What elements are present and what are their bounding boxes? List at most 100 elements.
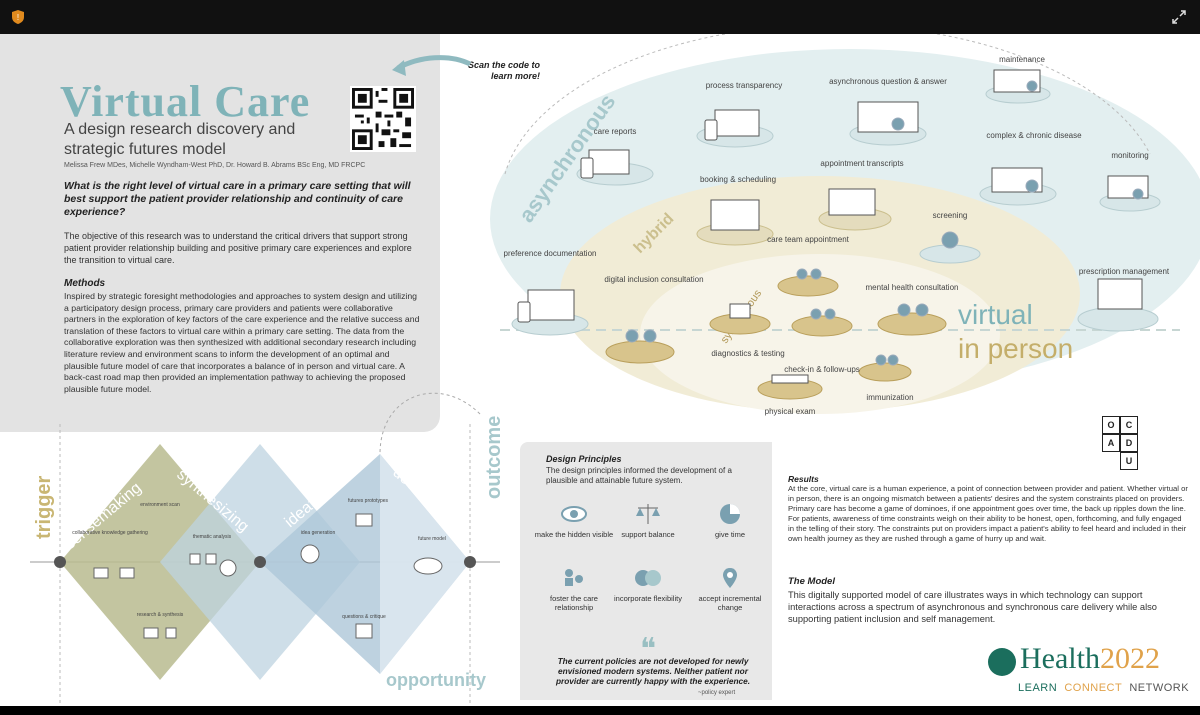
ocad-logo: O C A D U: [1102, 402, 1166, 470]
node-label: monitoring: [1111, 151, 1148, 160]
principle-item: make the hidden visible: [534, 502, 614, 539]
quote-attribution: ~policy expert: [698, 690, 736, 696]
care-node: [919, 231, 981, 264]
principle-item: accept incremental change: [690, 566, 770, 612]
care-node: [818, 188, 892, 231]
principle-label: give time: [714, 530, 745, 539]
principle-item: foster the care relationship: [534, 566, 614, 612]
ocad-letter: O: [1102, 416, 1120, 434]
process-small-label: future model: [418, 536, 446, 542]
quote-icon: ❝: [640, 633, 657, 666]
research-question: What is the right level of virtual care …: [64, 180, 411, 218]
viewer-bottom: [0, 706, 1200, 715]
process-small-label: collaborative knowledge gathering: [72, 530, 148, 536]
care-node: [709, 303, 771, 335]
zone-inperson-label: in person: [958, 333, 1073, 364]
care-node: [511, 289, 589, 336]
model-text: This digitally supported model of care i…: [788, 590, 1157, 624]
process-small-label: thematic analysis: [193, 534, 232, 540]
zone-virtual-label: virtual: [958, 299, 1033, 330]
qr-code: [350, 86, 416, 152]
node-label: preference documentation: [504, 249, 597, 258]
arrow-icon: [396, 55, 472, 71]
dp-intro: The design principles informed the devel…: [546, 466, 732, 485]
circles-icon: [635, 570, 661, 586]
node-label: asynchronous question & answer: [829, 77, 947, 86]
authors: Melissa Frew MDes, Michelle Wyndham-West…: [64, 162, 366, 169]
objective: The objective of this research was to un…: [64, 231, 412, 265]
care-node: [605, 329, 675, 364]
shield-icon[interactable]: !: [10, 9, 26, 25]
poster-title: Virtual Care: [60, 77, 311, 126]
care-node: [757, 374, 823, 400]
care-node: [979, 167, 1057, 206]
care-node: [877, 303, 947, 336]
design-principles-panel: Design Principles The design principles …: [520, 442, 772, 700]
poster-subtitle: A design research discovery and strategi…: [64, 121, 296, 158]
process-small-label: questions & critique: [342, 614, 386, 620]
node-group: [511, 69, 1161, 400]
process-small-label: futures prototypes: [348, 498, 389, 504]
care-node: [1077, 278, 1159, 332]
process-small-label: research & synthesis: [137, 612, 184, 618]
node-label: check-in & follow-ups: [784, 365, 860, 374]
node-label: diagnostics & testing: [711, 349, 784, 358]
ehealth-logo: Health2022 LEARN CONNECT NETWORK: [984, 640, 1194, 700]
principle-item: incorporate flexibility: [608, 566, 688, 603]
node-label: prescription management: [1079, 267, 1170, 276]
ocad-letter: D: [1120, 434, 1138, 452]
methods-heading: Methods: [64, 278, 106, 289]
process-small-label: environment scan: [140, 502, 180, 508]
expand-icon[interactable]: [1170, 8, 1188, 26]
principle-label: make the hidden visible: [534, 530, 614, 539]
principle-label: incorporate flexibility: [614, 594, 682, 603]
scale-icon: [636, 504, 660, 524]
care-node: [791, 308, 853, 337]
care-node: [1099, 175, 1161, 212]
ocad-letter: C: [1120, 416, 1138, 434]
poster-image: Virtual Care A design research discovery…: [0, 34, 1200, 706]
care-node: [777, 268, 839, 297]
viewer-toolbar: !: [0, 0, 1200, 34]
eye-icon: [561, 506, 587, 522]
results-heading: Results: [788, 474, 819, 484]
trigger-label: trigger: [33, 475, 55, 539]
people-icon: [565, 569, 583, 586]
node-label: booking & scheduling: [700, 175, 776, 184]
dp-heading: Design Principles: [546, 454, 622, 464]
opportunity-label: opportunity: [386, 670, 486, 690]
node-label: appointment transcripts: [820, 159, 903, 168]
principle-item: give time: [690, 502, 770, 539]
node-label: process transparency: [706, 81, 782, 90]
ocad-letter: U: [1120, 452, 1138, 470]
methods-text: Inspired by strategic foresight methodol…: [64, 291, 420, 394]
care-node: [576, 149, 654, 186]
care-model-diagram: asynchronous hybrid synchronous virtual …: [30, 34, 1200, 706]
location-pin-icon: [723, 568, 737, 588]
care-node: [849, 101, 927, 146]
outcome-label: outcome: [483, 416, 505, 499]
node-label: digital inclusion consultation: [604, 275, 703, 284]
logo-name: Health2022: [1020, 642, 1160, 675]
intro-panel: Virtual Care A design research discovery…: [0, 34, 440, 432]
process-small-label: idea generation: [301, 530, 336, 536]
care-node: [696, 109, 774, 148]
scan-cta: Scan the code to learn more!: [467, 60, 540, 81]
globe-icon: [988, 648, 1016, 676]
policy-quote: The current policies are not developed f…: [555, 656, 751, 686]
logo-tagline: LEARN CONNECT NETWORK: [1018, 682, 1190, 694]
node-label: physical exam: [765, 407, 816, 416]
care-node: [696, 199, 774, 246]
node-label: mental health consultation: [866, 283, 959, 292]
principle-label: support balance: [621, 530, 675, 539]
node-labels: care reports process transparency asynch…: [504, 55, 1170, 416]
ocad-letter: A: [1102, 434, 1120, 452]
node-label: care reports: [594, 127, 637, 136]
node-label: immunization: [866, 393, 913, 402]
model-heading: The Model: [788, 576, 835, 587]
node-label: maintenance: [999, 55, 1045, 64]
results-text: At the core, virtual care is a human exp…: [788, 484, 1188, 543]
principle-label: accept incremental change: [698, 594, 762, 612]
care-node: [858, 354, 912, 382]
svg-text:!: !: [17, 13, 19, 22]
